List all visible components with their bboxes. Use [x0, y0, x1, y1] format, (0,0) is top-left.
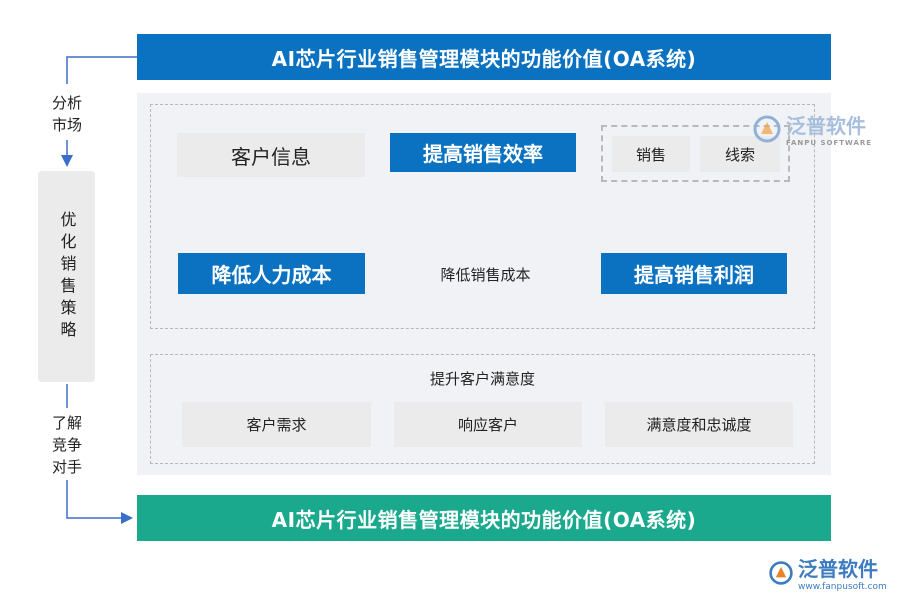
watermark-brand-bottom: 泛普软件	[798, 557, 878, 581]
watermark-bottom: 泛普软件 www.fanpusoft.com	[768, 553, 887, 592]
fanpu-logo-icon	[769, 560, 793, 585]
customer-needs-box: 客户需求	[182, 402, 371, 447]
connector-bottom	[66, 480, 133, 524]
label-understand-competitors: 了解 竞争 对手	[51, 414, 82, 476]
customer-info-box: 客户信息	[177, 133, 365, 177]
improve-efficiency-box: 提高销售效率	[390, 133, 576, 172]
label-analyze-market: 分析 市场	[51, 94, 82, 134]
satisfaction-loyalty-box: 满意度和忠诚度	[605, 402, 793, 447]
watermark-top: 泛普软件 FANPU SOFTWARE	[752, 110, 872, 147]
upper-section-frame	[150, 104, 815, 329]
connector-top	[66, 56, 137, 84]
reduce-sales-cost-label: 降低销售成本	[440, 265, 531, 284]
fanpu-logo-icon	[753, 115, 781, 142]
strategy-label: 优化销售策略	[57, 210, 77, 343]
watermark-brand-sub: FANPU SOFTWARE	[786, 139, 873, 147]
strategy-box: 优化销售策略	[38, 171, 95, 382]
sub-items-frame	[601, 125, 790, 182]
lower-section-title: 提升客户满意度	[429, 369, 535, 388]
reduce-labor-cost-box: 降低人力成本	[178, 253, 365, 294]
watermark-brand-top: 泛普软件	[786, 114, 866, 138]
watermark-url: www.fanpusoft.com	[798, 582, 887, 592]
sales-item-box: 销售	[612, 136, 690, 172]
title-banner-bottom: AI芯片行业销售管理模块的功能价值(OA系统)	[137, 495, 831, 541]
leads-item-box: 线索	[700, 136, 780, 172]
respond-customer-box: 响应客户	[394, 402, 582, 447]
title-banner-top: AI芯片行业销售管理模块的功能价值(OA系统)	[137, 34, 831, 80]
improve-profit-box: 提高销售利润	[601, 253, 787, 294]
lower-section-frame	[150, 354, 815, 464]
